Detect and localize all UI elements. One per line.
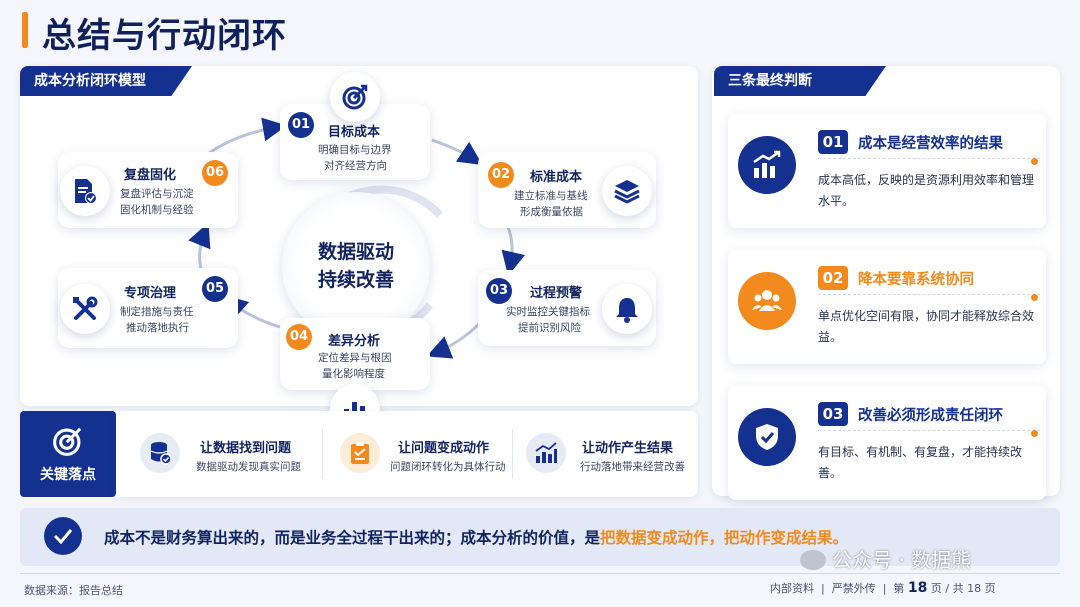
title-accent-bar <box>22 12 28 48</box>
center-circle: 数据驱动 持续改善 <box>282 192 430 340</box>
page-suffix: 页 <box>984 582 996 595</box>
node-number: 04 <box>286 324 312 350</box>
page-current: 18 <box>907 580 928 596</box>
key-point-title: 让动作产生结果 <box>582 441 674 456</box>
node-special-governance: 05 专项治理 制定措施与责任 推动落地执行 <box>58 268 238 348</box>
node-title: 目标成本 <box>328 125 381 140</box>
check-icon <box>44 517 82 555</box>
conclusion-plain: 成本不是财务算出来的，而是业务全过程干出来的；成本分析的价值，是 <box>104 529 601 547</box>
footer-meta: 内部资料 | 严禁外传 | 第 18 页 / 共 18 页 <box>770 580 996 596</box>
node-number: 06 <box>202 160 228 186</box>
key-points-bar: 让数据找到问题 数据驱动发现真实问题 让问题变成动作 问题闭环转化为具体行动 让… <box>116 411 698 497</box>
key-point-desc: 问题闭环转化为具体行动 <box>390 461 506 473</box>
node-desc-2: 量化影响程度 <box>322 368 385 380</box>
key-point-desc: 数据驱动发现真实问题 <box>196 461 301 473</box>
judgment-title: 改善必须形成责任闭环 <box>858 408 1003 424</box>
judgment-card-1: 01 成本是经营效率的结果 成本高低，反映的是资源利用效率和管理水平。 <box>728 114 1046 228</box>
data-source: 数据来源：报告总结 <box>24 584 123 597</box>
node-title: 标准成本 <box>530 170 583 185</box>
node-desc-1: 明确目标与边界 <box>318 144 392 156</box>
node-desc-1: 制定措施与责任 <box>120 306 194 318</box>
page-prefix: 第 <box>893 582 905 595</box>
trend-up-icon <box>738 136 796 194</box>
node-target-cost: 01 目标成本 明确目标与边界 对齐经营方向 <box>280 104 430 180</box>
accent-dot <box>1031 158 1038 165</box>
node-title: 专项治理 <box>124 286 177 301</box>
database-icon <box>140 433 180 473</box>
node-desc-2: 提前识别风险 <box>518 322 581 334</box>
node-number: 02 <box>488 162 514 188</box>
divider <box>818 430 1040 431</box>
key-points-box: 关键落点 <box>20 411 116 497</box>
layers-icon <box>602 166 652 216</box>
conclusion-banner <box>20 508 1060 566</box>
watermark-text: 公众号 · 数据熊 <box>832 548 972 572</box>
node-desc-1: 定位差异与根因 <box>318 352 392 364</box>
node-desc-1: 建立标准与基线 <box>514 190 588 202</box>
no-share-label: 严禁外传 <box>831 582 876 595</box>
key-points-label: 关键落点 <box>40 467 96 483</box>
judgment-number: 01 <box>818 130 848 154</box>
center-line1: 数据驱动 <box>317 241 394 263</box>
key-point-item: 让动作产生结果 行动落地带来经营改善 <box>516 411 696 497</box>
accent-dot <box>1031 430 1038 437</box>
node-desc-2: 形成衡量依据 <box>520 206 583 218</box>
conclusion-highlight: 把数据变成动作，把动作变成结果。 <box>600 529 849 547</box>
judgment-desc: 单点优化空间有限，协同才能释放综合效益。 <box>818 309 1035 344</box>
wechat-logo-icon <box>800 550 826 570</box>
judgment-card-3: 03 改善必须形成责任闭环 有目标、有机制、有复盘，才能持续改善。 <box>728 386 1046 500</box>
judgment-title: 成本是经营效率的结果 <box>858 136 1003 152</box>
node-title: 复盘固化 <box>124 168 177 183</box>
accent-dot <box>1031 294 1038 301</box>
target-icon <box>53 427 82 456</box>
node-number: 01 <box>288 112 314 138</box>
node-number: 05 <box>202 276 228 302</box>
node-title: 过程预警 <box>530 286 583 301</box>
shield-check-icon <box>738 408 796 466</box>
judgment-desc: 有目标、有机制、有复盘，才能持续改善。 <box>818 445 1023 480</box>
page-mid: 页 / 共 <box>930 582 964 595</box>
node-desc-2: 固化机制与经验 <box>120 204 194 216</box>
key-point-desc: 行动落地带来经营改善 <box>580 461 685 473</box>
node-desc-1: 复盘评估与沉淀 <box>120 188 194 200</box>
target-icon <box>330 72 380 122</box>
judgment-title: 降本要靠系统协同 <box>858 272 974 288</box>
page-title: 总结与行动闭环 <box>42 16 287 56</box>
center-line2: 持续改善 <box>317 269 394 291</box>
judgment-number: 03 <box>818 402 848 426</box>
internal-label: 内部资料 <box>770 582 814 595</box>
document-check-icon <box>60 166 110 216</box>
growth-chart-icon <box>526 433 566 473</box>
separator <box>512 429 513 479</box>
node-number: 03 <box>486 278 512 304</box>
page-total: 18 <box>967 582 982 595</box>
judgment-card-2: 02 降本要靠系统协同 单点优化空间有限，协同才能释放综合效益。 <box>728 250 1046 364</box>
watermark: 公众号 · 数据熊 <box>800 544 971 573</box>
divider <box>818 158 1040 159</box>
cost-loop-model-tag: 成本分析闭环模型 <box>20 66 192 96</box>
key-point-item: 让数据找到问题 数据驱动发现真实问题 <box>116 411 316 497</box>
node-desc-1: 实时监控关键指标 <box>506 306 590 318</box>
key-point-title: 让问题变成动作 <box>398 441 490 456</box>
clipboard-icon <box>340 433 380 473</box>
node-title: 差异分析 <box>328 334 381 349</box>
key-point-title: 让数据找到问题 <box>200 441 292 456</box>
judgment-number: 02 <box>818 266 848 290</box>
final-judgments-tag: 三条最终判断 <box>714 66 886 96</box>
node-standard-cost: 02 标准成本 建立标准与基线 形成衡量依据 <box>478 152 656 228</box>
tools-icon <box>60 284 110 334</box>
separator <box>322 429 323 479</box>
node-variance-analysis: 04 差异分析 定位差异与根因 量化影响程度 <box>280 318 430 390</box>
bell-icon <box>602 284 652 334</box>
key-point-item: 让问题变成动作 问题闭环转化为具体行动 <box>326 411 511 497</box>
node-desc-2: 对齐经营方向 <box>324 160 387 172</box>
node-desc-2: 推动落地执行 <box>126 322 189 334</box>
footer-divider <box>20 573 1060 574</box>
divider <box>818 294 1040 295</box>
judgment-desc: 成本高低，反映的是资源利用效率和管理水平。 <box>818 173 1035 208</box>
conclusion-text: 成本不是财务算出来的，而是业务全过程干出来的；成本分析的价值，是把数据变成动作，… <box>104 526 848 548</box>
team-icon <box>738 272 796 330</box>
